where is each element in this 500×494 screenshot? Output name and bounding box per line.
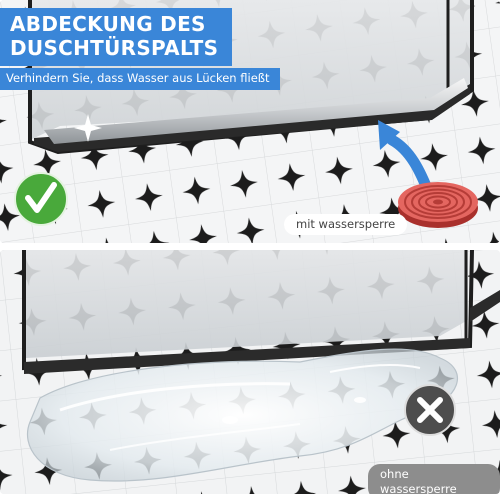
shower-scene-without-seal xyxy=(0,250,500,494)
water-seal-strip xyxy=(44,78,468,144)
check-badge xyxy=(14,172,68,226)
subtitle-banner: Verhindern Sie, dass Wasser aus Lücken f… xyxy=(0,68,280,90)
title-banner: ABDECKUNG DES DUSCHTÜRSPALTS xyxy=(0,8,233,66)
seal-roll-icon xyxy=(398,182,478,228)
cross-badge xyxy=(404,384,456,436)
with-seal-label: mit wassersperre xyxy=(284,214,408,235)
checkmark-icon xyxy=(25,182,57,213)
title-line-1: ABDECKUNG DES xyxy=(10,12,206,36)
x-icon xyxy=(417,397,443,423)
title-line-2: DUSCHTÜRSPALTS xyxy=(10,36,219,60)
top-panel-with-seal: ABDECKUNG DES DUSCHTÜRSPALTS Verhindern … xyxy=(0,0,500,243)
sparkle-icon xyxy=(74,114,102,142)
without-seal-label: ohne wassersperre xyxy=(368,464,500,494)
bottom-panel-without-seal: ohne wassersperre xyxy=(0,250,500,494)
